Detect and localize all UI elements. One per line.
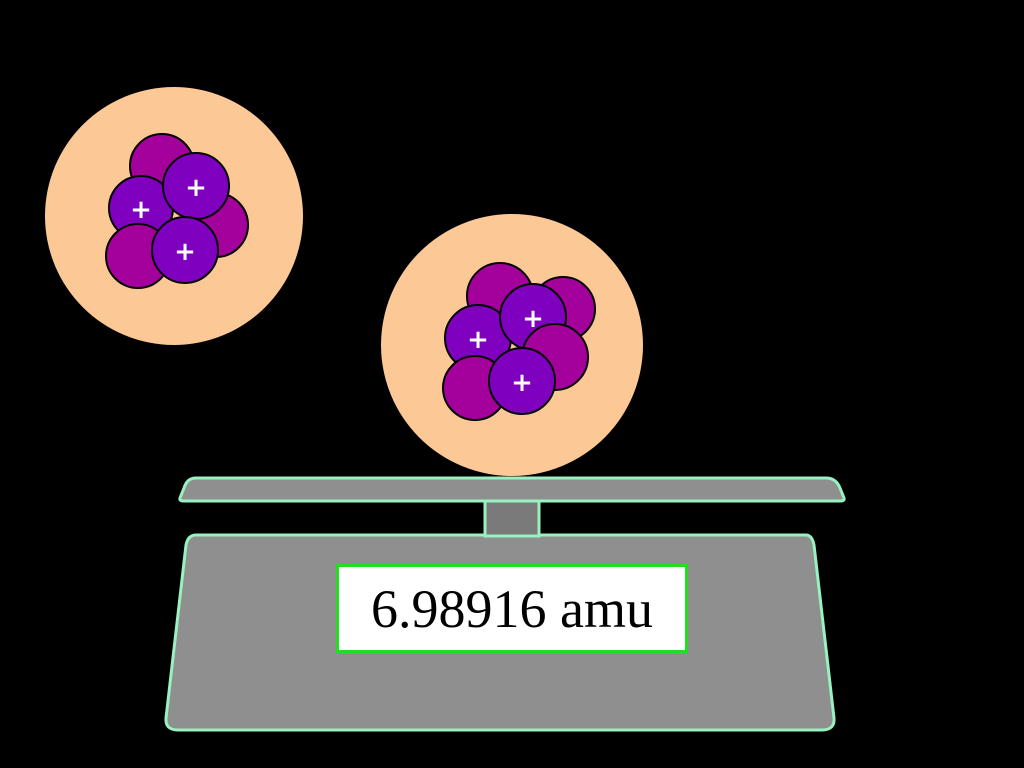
- scale-readout: 6.98916 amu: [336, 564, 688, 653]
- proton: [488, 347, 556, 415]
- proton: [151, 216, 219, 284]
- proton-charge: +: [174, 237, 196, 267]
- atom-floating: + + +: [45, 87, 303, 345]
- nucleus: [442, 262, 596, 421]
- proton-charge: +: [467, 325, 489, 355]
- atom-on-scale: + + +: [381, 214, 643, 476]
- proton-charge: +: [185, 173, 207, 203]
- proton-charge: +: [130, 195, 152, 225]
- proton-charge: +: [511, 368, 533, 398]
- nucleus: [105, 133, 249, 289]
- scale-platform: [178, 476, 846, 503]
- proton-charge: +: [522, 304, 544, 334]
- scale-column: [483, 498, 541, 538]
- electron-cloud: [45, 87, 303, 345]
- electron-cloud: [381, 214, 643, 476]
